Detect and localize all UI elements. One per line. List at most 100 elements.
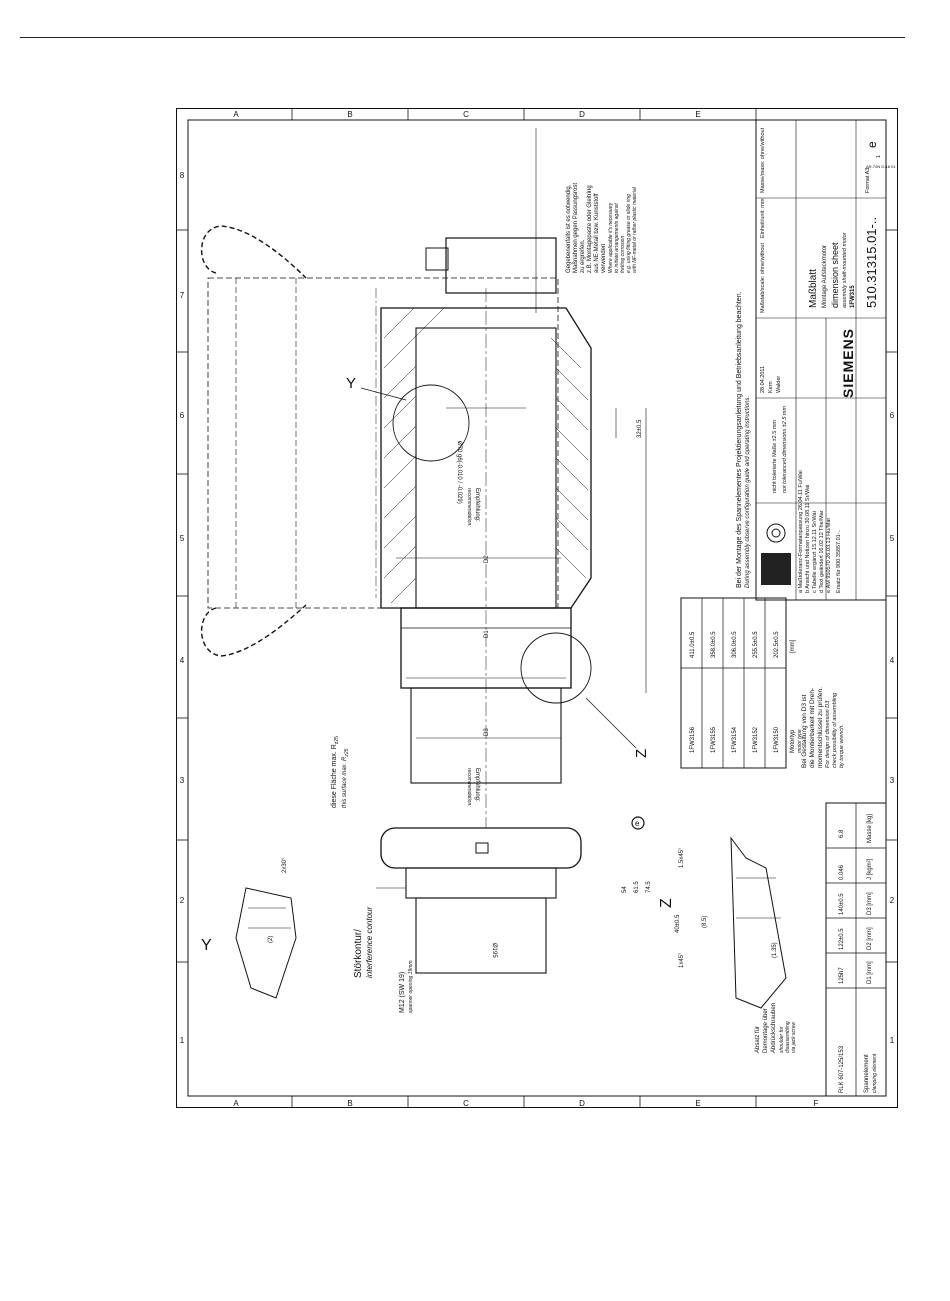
svg-text:fretting corrosion: fretting corrosion [620, 236, 626, 273]
detail-z-circle [520, 632, 592, 704]
motor-table-cell: 306.0±0.5 [732, 631, 738, 658]
motor-table-cell: 411.0±0.5 [690, 631, 696, 658]
dim-1-5x45: 1.5x45° [679, 847, 685, 868]
svg-text:momentschlüssel zu prüfen.: momentschlüssel zu prüfen. [817, 687, 824, 768]
zone-letter: A [233, 1099, 239, 1108]
date: 28.04.2011 [760, 366, 766, 393]
empfehlung-2: Empfehlung: [474, 768, 480, 802]
motor-table-cell: 255.5±0.5 [753, 631, 759, 658]
projection-symbol [766, 523, 786, 543]
interference-de: Störkontur/ [353, 929, 364, 978]
motor-table-cell: 1FW3150 [774, 726, 780, 753]
motor-table-cell: 1FW3154 [732, 726, 738, 753]
element-header-en: clamping element [872, 1053, 878, 1093]
label-d1: D1 [484, 630, 490, 638]
dim-32: 32±0.5 [637, 419, 643, 438]
zone-number: 5 [180, 534, 185, 543]
approved-by: Walder [776, 376, 782, 393]
zone-number: 3 [890, 776, 895, 785]
m12-label: M12 (SW 19) [399, 972, 406, 1013]
stamp: AR-70N D-18 01 [866, 164, 896, 169]
assembly-note: Bei der Montage des Spannelementes Proje… [736, 291, 751, 588]
inner-frame [187, 119, 887, 1097]
empfehlung-2-en: recommendation: [466, 768, 472, 807]
dim-1x45: 1x45° [679, 952, 685, 968]
label-d2: D2 [484, 555, 490, 563]
empfehlung-1: Empfehlung: [474, 488, 480, 522]
svg-text:e: e [635, 819, 640, 828]
side-view [376, 827, 582, 974]
label-y: Y [346, 375, 356, 392]
svg-text:via jack screw: via jack screw [791, 1021, 797, 1053]
revision-line: e ÄM 950570 26.03.13 Hu/Mar [825, 518, 832, 593]
dim-74-5: 74.5 [646, 881, 652, 893]
label-z: Z [633, 749, 650, 758]
mass: Masse/mass: ohne/without [760, 127, 766, 193]
svg-text:e.g. using fitting grease or s: e.g. using fitting grease or slide ring [626, 194, 632, 273]
empfehlung-1-en: recommendation: [466, 488, 472, 527]
label-d3: D3 [484, 728, 490, 736]
m12-label-en: spanner opening 19mm [408, 960, 414, 1013]
drawn-by: Kern [768, 381, 774, 393]
outer-frame [176, 108, 898, 1108]
title-de: Maßblatt [808, 269, 819, 308]
dim-2: (2) [268, 936, 274, 943]
svg-text:die Montierbarkeit mit Dreh-: die Montierbarkeit mit Dreh- [809, 688, 816, 768]
svg-text:z.B. Montagepaste oder Gleitri: z.B. Montagepaste oder Gleitring [587, 185, 593, 273]
dim-195: Ø195 [491, 943, 497, 958]
replaced-note: Ersatz für 900.35857.01-.. [836, 529, 842, 593]
detail-z [730, 836, 787, 1009]
zone-number: 4 [180, 656, 185, 665]
svg-text:shoulder for: shoulder for [779, 1026, 785, 1053]
tolerance-de: nicht tolerierte Maße ±2.5 mm [772, 420, 778, 493]
drawing-svg: A B C D E A B C D E F 1 2 3 4 5 6 7 8 1 … [176, 108, 898, 1108]
side-housing [380, 827, 582, 869]
surface-note: diese Fläche max. Rz25 [331, 736, 340, 808]
format: Format A3 [865, 168, 871, 193]
motor-table-unit: [mm] [790, 639, 796, 653]
svg-text:verwenden: verwenden [601, 244, 607, 273]
zone-number: 2 [890, 896, 895, 905]
detail-y-label: Y [201, 937, 212, 954]
element-cell: 122±0.5 [839, 928, 845, 950]
d3-note: Bei Gestaltung von D3 ist die Montierbar… [801, 687, 845, 768]
zone-number: 6 [180, 411, 185, 420]
motor-table-footer-en: motor type [797, 729, 803, 753]
drawing-sheet: A B C D E A B C D E F 1 2 3 4 5 6 7 8 1 … [176, 108, 898, 1113]
revision-index: e [865, 141, 879, 148]
lifting-eye [200, 604, 307, 657]
dim-2x30: 2x30° [282, 857, 288, 873]
subtitle-en: assembly shaft-mounted motor [842, 231, 848, 308]
svg-text:aus NE-Metall bzw. Kunststoff: aus NE-Metall bzw. Kunststoff [594, 193, 600, 273]
svg-text:Absatz für: Absatz für [755, 1026, 761, 1053]
dim-8-5: (8.5) [702, 916, 708, 928]
dim-40: 40±0.5 [675, 914, 681, 933]
motor-table-cell: 202.5±0.5 [774, 631, 780, 658]
hatch-symbol [761, 553, 791, 585]
zone-letter: D [579, 1099, 585, 1108]
scale: Maßstab/scale: ohne/without [760, 243, 766, 313]
sheet: 1 [876, 155, 882, 158]
motor-table-cell: 1FW3156 [690, 726, 696, 753]
dim-61-5: 61.5 [634, 881, 640, 893]
svg-text:by torque wrench.: by torque wrench. [839, 724, 845, 768]
title-en: dimension sheet [830, 242, 840, 308]
svg-text:to initiate arrangements again: to initiate arrangements against [614, 203, 620, 273]
zone-ticks [176, 108, 898, 1108]
element-header: Spannelement [864, 1054, 870, 1093]
detail-y [235, 887, 297, 999]
company-logo: SIEMENS [840, 328, 856, 398]
d3-shaft [410, 687, 562, 784]
element-cell: 125h7 [839, 967, 845, 984]
zone-number: 2 [180, 896, 185, 905]
zone-number: 8 [180, 171, 185, 180]
element-header: J [kgm²] [867, 858, 873, 880]
svg-text:Maßnahmen gegen Passungsrost: Maßnahmen gegen Passungsrost [573, 183, 579, 273]
title-block: a Maßtoleranz-Formatanpassung 26.04.11 F… [755, 119, 896, 601]
detail-y-circle [392, 384, 470, 462]
motor-table-cell: 1FW3152 [753, 726, 759, 753]
zone-letter: B [347, 110, 352, 119]
element-header: D1 [mm] [867, 961, 873, 984]
zone-letter: C [463, 1099, 469, 1108]
revision-line: b Ansicht und Notizen hinzu 30.08.11 Sr/… [805, 485, 811, 593]
